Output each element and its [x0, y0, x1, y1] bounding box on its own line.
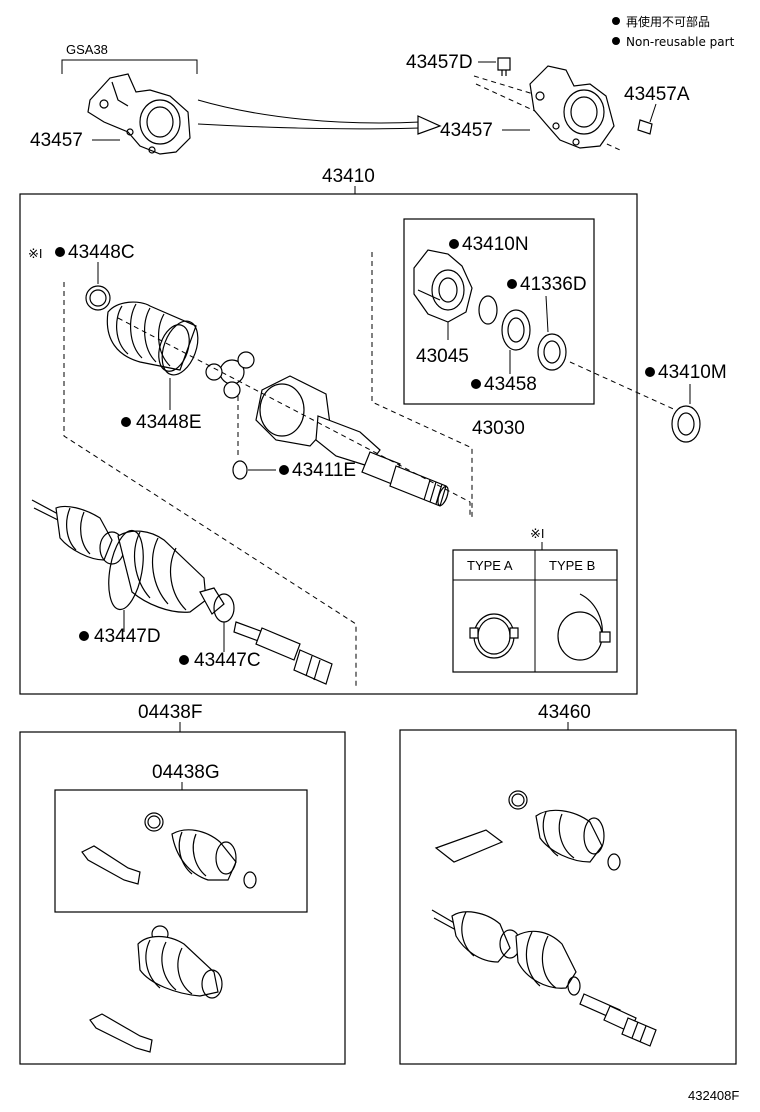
label-43410: 43410 [322, 166, 375, 187]
nonreusable-dot-43447C [179, 655, 189, 665]
label-43410N: 43410N [462, 234, 529, 255]
label-43458: 43458 [484, 374, 537, 395]
kit-04438F: 04438F 04438G [19, 702, 346, 1065]
tripod-drawing [205, 351, 255, 399]
label-43457-right: 43457 [440, 120, 493, 141]
assembly-43410: 43410 ※I 43448C 43448E [19, 166, 727, 695]
knuckle-right-group: 43457D 43457A 43457 [406, 52, 690, 151]
intermediate-shaft [361, 451, 449, 507]
clamp-43448C [85, 285, 111, 311]
nonreusable-dot-43458 [471, 379, 481, 389]
inboard-joint-housing [255, 375, 381, 467]
kit-04438F-frame [19, 731, 346, 1065]
nonreusable-dot-43447D [79, 631, 89, 641]
nonreusable-dot-43410N [449, 239, 459, 249]
type-a-label: TYPE A [467, 558, 513, 573]
seal-41336D [537, 333, 567, 371]
legend-line-2: Non-reusable part [626, 35, 735, 49]
label-43045: 43045 [416, 346, 469, 367]
legend: 再使用不可部品 Non-reusable part [612, 14, 735, 49]
kit-04438G-frame [54, 789, 308, 913]
knuckle-right-drawing [529, 65, 615, 149]
seal-43410M [671, 405, 701, 443]
clamp-type-b-drawing [557, 593, 611, 661]
clamp-43448E [161, 320, 199, 376]
kit-04438F-boot [89, 925, 223, 1053]
assembly-43410-frame [19, 193, 638, 695]
label-43030: 43030 [472, 418, 525, 439]
label-43460: 43460 [538, 702, 591, 723]
nonreusable-dot-43411E [279, 465, 289, 475]
legend-dot-1 [612, 17, 620, 25]
legend-line-1: 再使用不可部品 [626, 14, 710, 29]
note-mark-2: ※I [530, 526, 545, 541]
kit-04438G-contents [81, 812, 257, 889]
snap-ring-43411E [232, 460, 248, 480]
label-43448E: 43448E [136, 412, 202, 433]
nonreusable-dot-43448E [121, 417, 131, 427]
arrow-straight [197, 123, 421, 130]
clamp-type-a-drawing [469, 613, 519, 659]
knuckle-left-group: GSA38 43457 [30, 42, 442, 155]
label-43411E: 43411E [292, 460, 356, 481]
arrow-curve [197, 99, 421, 124]
label-41336D: 41336D [520, 274, 587, 295]
label-43457-left: 43457 [30, 130, 83, 151]
nonreusable-dot-43410M [645, 367, 655, 377]
inboard-boot-drawing [106, 301, 197, 372]
kit-43460-contents [431, 790, 657, 1047]
snap-ring-43410N [478, 295, 498, 325]
seal-cover-43045 [413, 249, 473, 323]
label-43447D: 43447D [94, 626, 161, 647]
bearing-43458 [501, 309, 531, 351]
label-43448C: 43448C [68, 242, 135, 263]
subassembly-43030-frame [403, 218, 595, 405]
label-04438F: 04438F [138, 702, 202, 723]
kit-43460: 43460 [399, 702, 737, 1065]
knuckle-left-drawing [87, 73, 191, 155]
kit-43460-frame [399, 729, 737, 1065]
type-b-label: TYPE B [549, 558, 595, 573]
label-gsa38: GSA38 [66, 42, 108, 57]
clamp-43447D [108, 529, 144, 611]
label-04438G: 04438G [152, 762, 220, 783]
diagram-code: 432408F [688, 1088, 739, 1103]
nonreusable-dot-41336D [507, 279, 517, 289]
label-43457A: 43457A [624, 84, 690, 105]
label-43447C: 43447C [194, 650, 261, 671]
note-mark-1: ※I [28, 246, 43, 261]
outboard-joint-drawing [31, 499, 333, 685]
nonreusable-dot-43448C [55, 247, 65, 257]
label-43457D: 43457D [406, 52, 473, 73]
label-43410M: 43410M [658, 362, 727, 383]
legend-dot-2 [612, 37, 620, 45]
